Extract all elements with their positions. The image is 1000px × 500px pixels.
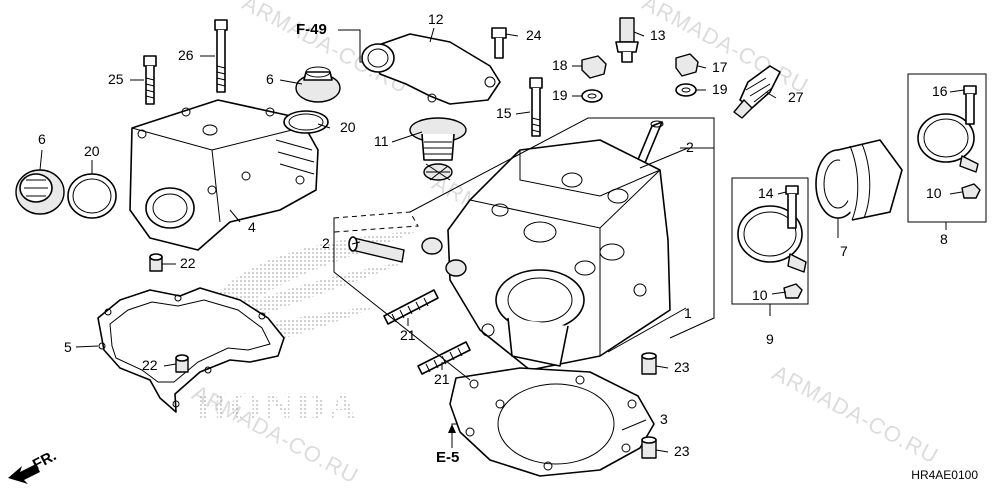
callout-2b: 2 <box>322 235 330 251</box>
part-dowel-23a <box>641 352 657 375</box>
part-cover-gasket <box>97 287 285 413</box>
part-nut-10a <box>783 283 803 299</box>
callout-13: 13 <box>650 27 666 43</box>
callout-12: 12 <box>428 11 444 27</box>
callout-16: 16 <box>932 83 948 99</box>
callout-18: 18 <box>552 57 568 73</box>
callout-27: 27 <box>788 89 804 105</box>
leader-lines <box>39 27 965 453</box>
callout-17: 17 <box>712 59 728 75</box>
callout-20a: 20 <box>84 143 100 159</box>
part-thermostat-cover <box>361 33 501 105</box>
callout-numbers: 1 2 2 3 4 5 6 6 7 8 9 10 10 11 12 13 14 … <box>38 11 948 459</box>
part-dowel-22b <box>175 354 189 373</box>
part-bolt-25 <box>143 55 157 105</box>
part-insulator <box>815 139 903 221</box>
part-band-8 <box>917 113 979 173</box>
part-spark-plug <box>733 65 781 119</box>
part-stud-21b <box>417 341 471 375</box>
part-oring-top <box>283 110 329 134</box>
part-washer-19b <box>675 83 697 97</box>
part-stud-21a <box>383 289 439 325</box>
part-washer-19a <box>581 89 603 103</box>
part-head-gasket <box>449 367 655 477</box>
diagram-code: HR4AE0100 <box>911 468 978 482</box>
kit-box-8 <box>907 73 987 223</box>
callout-14: 14 <box>758 185 774 201</box>
callout-22b: 22 <box>142 357 158 373</box>
callout-22a: 22 <box>180 255 196 271</box>
part-oring-left <box>67 173 117 219</box>
callout-2a: 2 <box>686 139 694 155</box>
part-band-9 <box>737 205 807 273</box>
honda-logo-text: HONDA <box>196 384 360 429</box>
callout-3: 3 <box>660 411 668 427</box>
callout-21b: 21 <box>434 371 450 387</box>
front-arrow-icon: FR. <box>8 447 59 484</box>
part-cylinder-head <box>421 139 671 385</box>
callout-11: 11 <box>374 133 389 149</box>
callout-26: 26 <box>178 47 194 63</box>
callout-6b: 6 <box>266 71 274 87</box>
callout-15: 15 <box>496 105 512 121</box>
callout-24: 24 <box>526 27 542 43</box>
part-bolt-15 <box>529 77 543 137</box>
part-bolt-14 <box>785 185 799 229</box>
ref-e5: E-5 <box>436 449 459 466</box>
part-nut-18 <box>581 55 607 79</box>
part-plug-top <box>295 66 341 103</box>
callout-10b: 10 <box>926 185 942 201</box>
part-nut-17 <box>675 53 699 77</box>
callout-19a: 19 <box>552 87 568 103</box>
callout-23a: 23 <box>674 359 690 375</box>
callout-21a: 21 <box>400 327 416 343</box>
callout-9: 9 <box>766 331 774 347</box>
callout-6a: 6 <box>38 131 46 147</box>
callout-23b: 23 <box>674 443 690 459</box>
ref-f49: F-49 <box>296 21 327 38</box>
part-nut-10b <box>961 183 981 199</box>
callout-25: 25 <box>108 71 124 87</box>
callout-20b: 20 <box>340 119 356 135</box>
part-dowel-23b <box>641 436 657 459</box>
callout-5: 5 <box>64 339 72 355</box>
part-plug-left <box>15 169 65 215</box>
part-head-cover <box>129 99 319 251</box>
callout-4: 4 <box>248 219 256 235</box>
callout-19b: 19 <box>712 81 728 97</box>
part-thermostat <box>409 117 467 181</box>
part-bolt-26 <box>214 19 228 93</box>
callout-8: 8 <box>940 231 948 247</box>
part-bolt-16 <box>963 85 977 125</box>
callout-10a: 10 <box>752 287 768 303</box>
part-temp-sensor <box>615 17 639 63</box>
part-dowel-22a <box>149 253 163 272</box>
kit-box-9 <box>731 177 809 305</box>
part-bolt-24 <box>491 27 507 59</box>
callout-1: 1 <box>684 305 692 321</box>
callout-7: 7 <box>840 243 848 259</box>
